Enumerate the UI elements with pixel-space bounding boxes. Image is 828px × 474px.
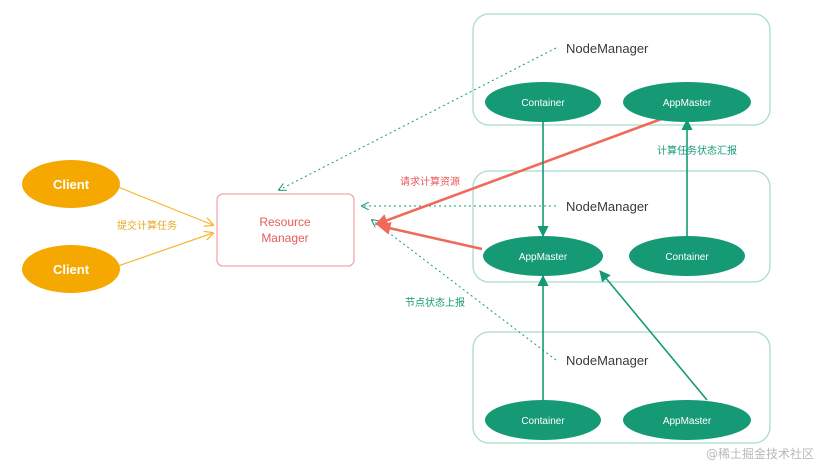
appmaster-3-to-appmaster-2-arrow bbox=[599, 270, 708, 401]
node-manager-box-3 bbox=[472, 331, 771, 444]
nm1-heartbeat-arrow bbox=[279, 47, 557, 190]
submit-task-label: 提交计算任务 bbox=[117, 219, 177, 232]
node-manager-3-label: NodeManager bbox=[566, 353, 649, 368]
client-1: Client bbox=[22, 160, 120, 208]
node-manager-box-1 bbox=[472, 13, 771, 126]
nm3-appmaster-label: AppMaster bbox=[663, 416, 712, 427]
nm2-appmaster: AppMaster bbox=[483, 236, 603, 276]
node-manager-2-label: NodeManager bbox=[566, 199, 649, 214]
nm2-appmaster-label: AppMaster bbox=[519, 252, 568, 263]
node-manager-1-label: NodeManager bbox=[566, 41, 649, 56]
appmaster-1-request-arrow bbox=[374, 116, 665, 227]
nm3-appmaster: AppMaster bbox=[623, 400, 751, 440]
resource-manager-label-line1: Resource bbox=[259, 215, 311, 229]
client-2-label: Client bbox=[53, 262, 90, 277]
client-2-submit-arrow bbox=[117, 233, 213, 267]
node-manager-box-2 bbox=[472, 170, 771, 283]
watermark: @稀土掘金技术社区 bbox=[706, 446, 814, 461]
client-2: Client bbox=[22, 245, 120, 293]
request-resources-label: 请求计算资源 bbox=[400, 175, 460, 188]
resource-manager-box bbox=[216, 193, 355, 267]
nm1-container-label: Container bbox=[521, 98, 565, 109]
nm1-appmaster-label: AppMaster bbox=[663, 98, 712, 109]
nm2-container-label: Container bbox=[665, 252, 709, 263]
report-task-status-label: 计算任务状态汇报 bbox=[657, 144, 737, 157]
nm1-container: Container bbox=[485, 82, 601, 122]
appmaster-2-request-arrow bbox=[377, 221, 483, 251]
nm3-container: Container bbox=[485, 400, 601, 440]
client-1-submit-arrow bbox=[117, 186, 213, 225]
client-1-label: Client bbox=[53, 177, 90, 192]
nm3-container-label: Container bbox=[521, 416, 565, 427]
nm2-container: Container bbox=[629, 236, 745, 276]
report-node-status-label: 节点状态上报 bbox=[405, 296, 465, 309]
resource-manager-label-line2: Manager bbox=[261, 231, 308, 245]
nm3-heartbeat-arrow bbox=[372, 220, 557, 361]
nm1-appmaster: AppMaster bbox=[623, 82, 751, 122]
